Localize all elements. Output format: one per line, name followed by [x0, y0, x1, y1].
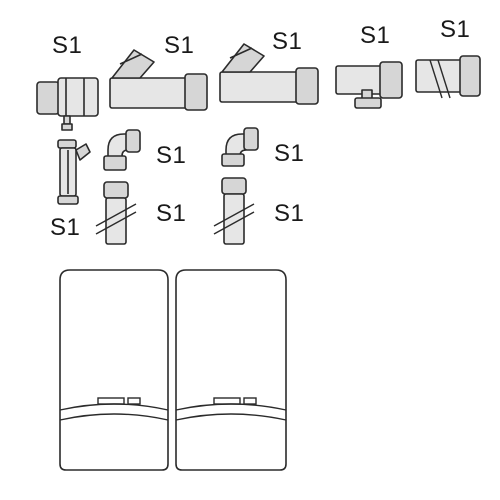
label-row1-item1: S1: [52, 32, 83, 59]
t-piece-fitting: [335, 61, 403, 109]
elbow-fitting-left: [103, 129, 141, 171]
vertical-pipe-left: [95, 181, 137, 245]
straight-pipe-horizontal: [415, 55, 481, 99]
label-row2-left-trap: S1: [50, 214, 81, 241]
label-row2-right-pipe: S1: [274, 200, 305, 227]
label-row2-left-elbow: S1: [156, 142, 187, 169]
y-branch-fitting-2: [219, 43, 319, 105]
label-row1-item3: S1: [272, 28, 303, 55]
label-row2-left-pipe: S1: [156, 200, 187, 227]
label-row2-right-elbow: S1: [274, 140, 305, 167]
boiler-unit-right: [175, 269, 287, 471]
boiler-unit-left: [59, 269, 169, 471]
elbow-fitting-right: [221, 127, 259, 167]
label-row1-item5: S1: [440, 16, 471, 43]
y-branch-fitting-1: [109, 49, 208, 111]
vertical-pipe-right: [213, 177, 255, 245]
concentric-adapter: [36, 77, 99, 131]
condensate-trap: [57, 139, 91, 205]
label-row1-item2: S1: [164, 32, 195, 59]
label-row1-item4: S1: [360, 22, 391, 49]
